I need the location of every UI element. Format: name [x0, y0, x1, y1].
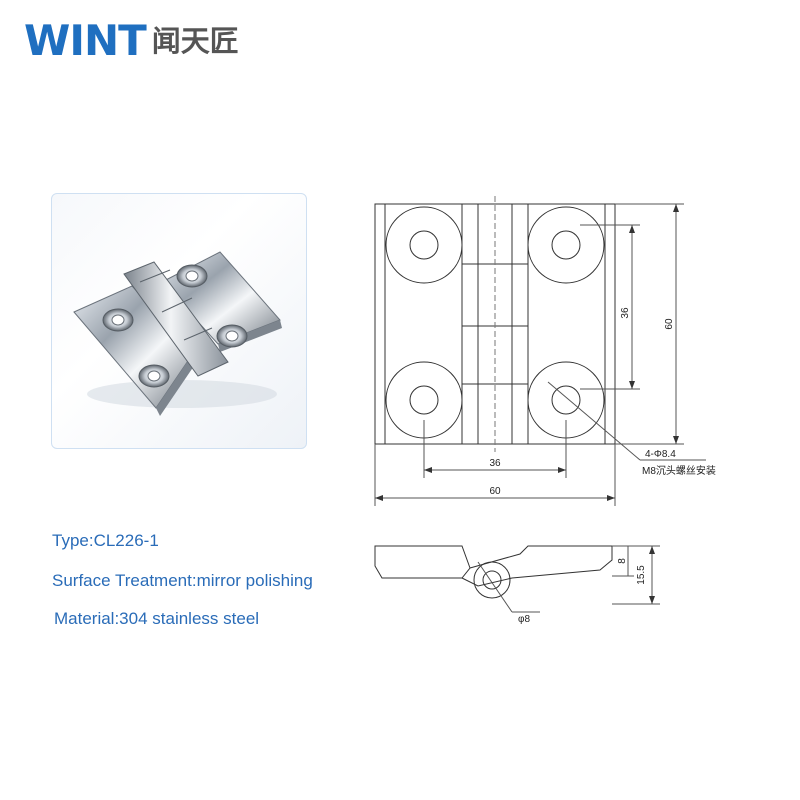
product-photo — [51, 193, 307, 449]
dim-overall-height: 60 — [664, 318, 675, 330]
dim-thickness: 8 — [617, 558, 628, 564]
surface-treatment: Surface Treatment:mirror polishing — [52, 571, 313, 590]
material: Material:304 stainless steel — [54, 609, 260, 628]
dim-hole-spacing-vertical: 36 — [620, 307, 631, 319]
dim-total-thickness: 15.5 — [636, 565, 647, 585]
dim-hole-spacing-horizontal: 36 — [489, 458, 501, 469]
screw-note-label: M8沉头螺丝安装 — [642, 464, 716, 477]
dim-pin-diameter: φ8 — [518, 614, 530, 625]
hinge-illustration — [73, 251, 282, 416]
dim-overall-width: 60 — [489, 486, 501, 497]
hole-spec-label: 4-Φ8.4 — [645, 449, 676, 460]
brand-logo: WINT 闻天匠 — [24, 20, 239, 62]
brand-logo-wordmark: WINT — [24, 16, 147, 65]
brand-logo-chinese: 闻天匠 — [151, 23, 239, 58]
product-type: Type:CL226-1 — [52, 531, 159, 550]
